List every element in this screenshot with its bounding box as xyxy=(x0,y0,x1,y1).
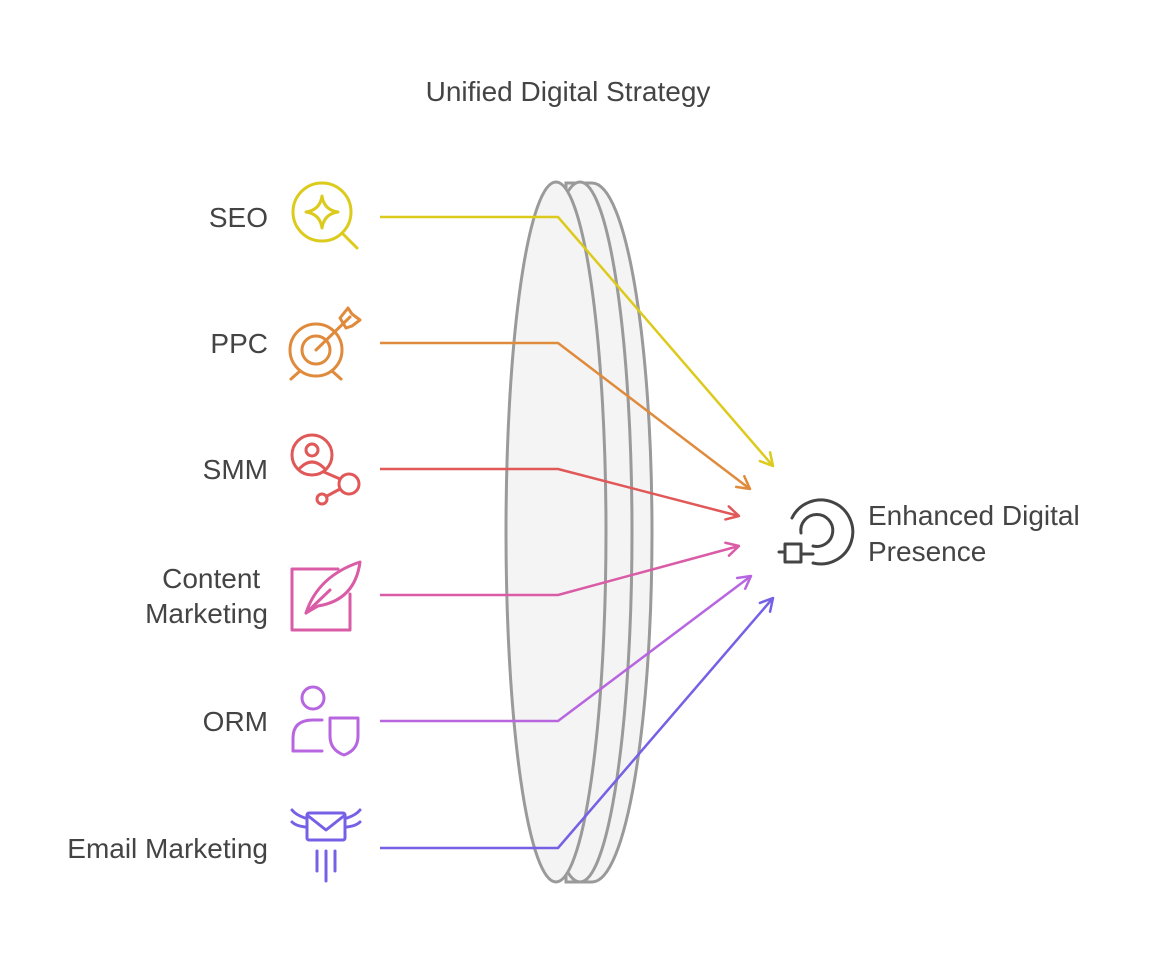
arrowhead-email-marketing xyxy=(758,596,775,613)
connector-content-marketing xyxy=(380,544,740,597)
edit-feather-icon xyxy=(290,560,362,632)
arrowhead-ppc xyxy=(734,474,752,491)
user-share-icon xyxy=(290,433,361,506)
arrowhead-orm xyxy=(735,574,753,590)
diagram-title: Unified Digital Strategy xyxy=(426,76,711,107)
target-arrow-icon xyxy=(288,306,362,381)
source-label-smm: SMM xyxy=(203,454,268,485)
arrowhead-smm xyxy=(724,505,741,521)
source-label-seo: SEO xyxy=(209,202,268,233)
connector-smm xyxy=(380,467,740,518)
source-label-orm: ORM xyxy=(203,706,268,737)
connectors xyxy=(380,215,775,850)
lens xyxy=(504,180,654,884)
connector-email-marketing xyxy=(380,597,774,850)
arrowhead-content-marketing xyxy=(724,541,741,557)
connector-seo xyxy=(380,215,774,467)
user-shield-icon xyxy=(291,685,360,757)
source-labels: SEO PPC SMM Content Marketing ORM Email … xyxy=(67,202,268,864)
output-label: Enhanced Digital Presence xyxy=(868,500,1087,567)
digital-presence-icon xyxy=(777,498,855,566)
source-label-ppc: PPC xyxy=(210,328,268,359)
source-label-content-marketing: Content Marketing xyxy=(145,563,268,629)
arrowhead-seo xyxy=(758,451,775,468)
lens-front-face xyxy=(504,180,608,884)
connector-ppc xyxy=(380,341,751,490)
winged-mail-icon xyxy=(290,808,362,883)
search-sparkle-icon xyxy=(291,181,359,250)
connector-orm xyxy=(380,575,752,723)
source-label-email-marketing: Email Marketing xyxy=(67,833,268,864)
